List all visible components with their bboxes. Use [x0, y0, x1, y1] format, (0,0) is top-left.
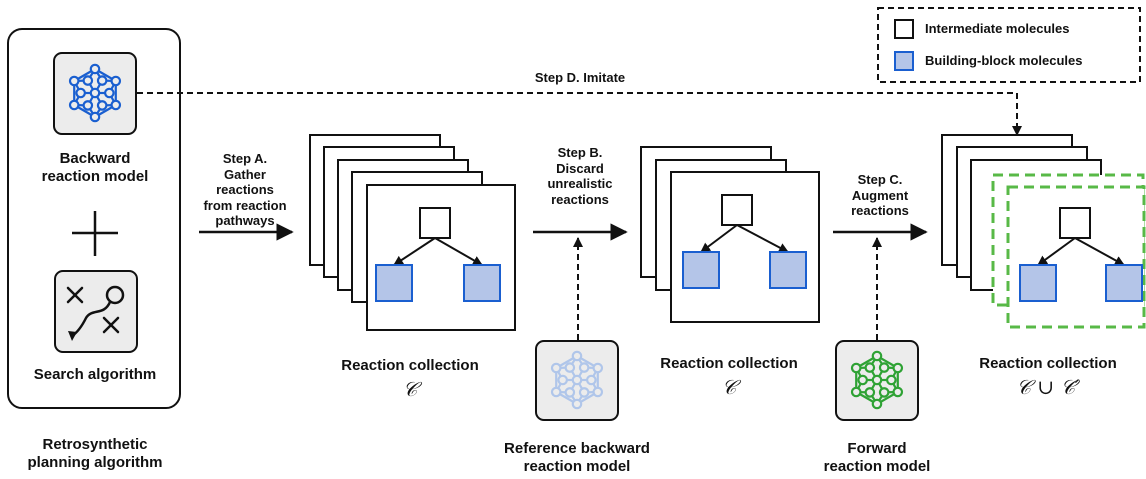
step-c-line2: Augment — [851, 187, 909, 203]
legend-intermediate-swatch — [894, 19, 914, 39]
collection-1-symbol: 𝒞 — [402, 377, 418, 401]
step-c-line1: Step C. — [857, 172, 903, 187]
collection-3-symbol: 𝒞 ∪ 𝒞′ — [1016, 375, 1080, 399]
legend-building-block-swatch — [894, 51, 914, 71]
reference-model-label: Reference backward reaction model — [457, 440, 697, 476]
search-algorithm-icon — [54, 270, 138, 353]
search-algorithm-label: Search algorithm — [33, 366, 157, 383]
step-b-line2: Discard — [556, 160, 604, 176]
legend-intermediate-label: Intermediate molecules — [925, 21, 1070, 36]
backward-model-label: Backward reaction model — [14, 150, 176, 186]
step-b-line3: unrealistic — [547, 176, 613, 192]
step-b-line1: Step B. — [557, 145, 603, 160]
step-a-line3: reactions — [216, 182, 274, 198]
reaction-collection-3 — [941, 134, 1146, 329]
forward-model-icon — [835, 340, 919, 421]
collection-1-label: Reaction collection — [341, 357, 479, 374]
forward-model-line2: reaction model — [823, 458, 931, 475]
step-a-line1: Step A. — [222, 151, 268, 166]
caption-line1: Retrosynthetic — [42, 436, 148, 453]
forward-model-label: Forward reaction model — [777, 440, 977, 476]
backward-model-label-line1: Backward — [59, 150, 131, 167]
step-b-line4: reactions — [551, 191, 609, 207]
step-b-label: Step B. Discard unrealistic reactions — [530, 145, 630, 207]
step-c-label: Step C. Augment reactions — [830, 172, 930, 219]
reference-model-line1: Reference backward — [504, 440, 650, 457]
step-c-line3: reactions — [851, 203, 909, 219]
caption-line2: planning algorithm — [27, 454, 163, 471]
planning-algorithm-caption: Retrosynthetic planning algorithm — [0, 436, 190, 472]
collection-2-label: Reaction collection — [660, 355, 798, 372]
step-d-connector — [137, 92, 1022, 136]
step-a-line5: pathways — [215, 213, 275, 229]
reference-model-icon — [535, 340, 619, 421]
reaction-collection-1 — [309, 134, 516, 331]
forward-model-line1: Forward — [847, 440, 907, 457]
backward-model-icon — [53, 52, 137, 135]
legend — [877, 7, 1141, 83]
plus-icon — [72, 211, 118, 256]
step-d-label: Step D. Imitate — [534, 70, 626, 85]
backward-model-label-line2: reaction model — [41, 168, 149, 185]
step-a-label: Step A. Gather reactions from reaction p… — [195, 151, 295, 229]
legend-building-block-label: Building-block molecules — [925, 53, 1083, 68]
reference-model-line2: reaction model — [523, 458, 631, 475]
reaction-collection-2 — [640, 146, 820, 323]
collection-3-label: Reaction collection — [979, 355, 1117, 372]
step-a-line2: Gather — [224, 166, 266, 182]
collection-2-symbol: 𝒞 — [721, 375, 737, 399]
step-a-line4: from reaction — [203, 197, 287, 213]
